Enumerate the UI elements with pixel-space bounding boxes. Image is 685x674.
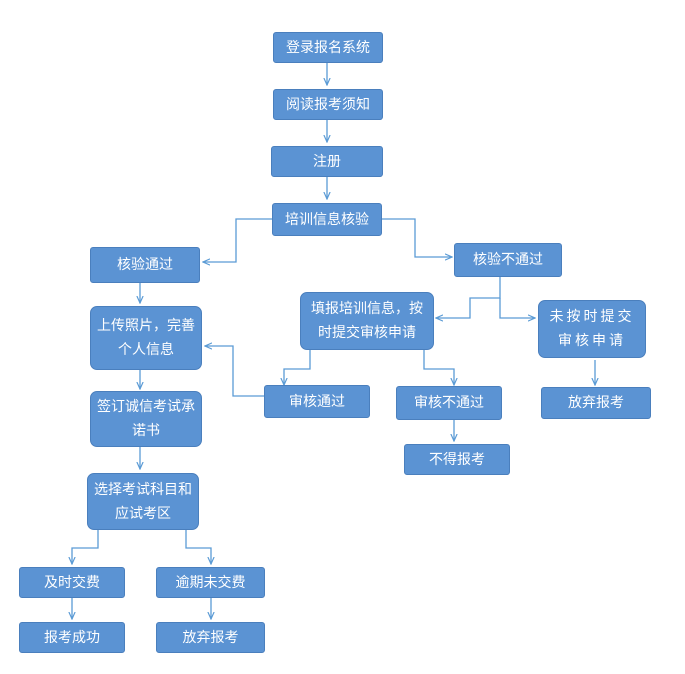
arrow-select-to-overdue [185,530,211,564]
node-review-fail: 审核不通过 [396,386,502,420]
node-review-pass: 审核通过 [264,385,370,418]
node-pay-on-time: 及时交费 [19,567,125,598]
arrow-fill-to-reviewpass [284,350,311,385]
arrow-verify-to-fail [382,218,452,257]
node-training-verify: 培训信息核验 [272,203,382,236]
node-sign-pledge: 签订诚信考试承诺书 [90,391,202,447]
node-give-up-2: 放弃报考 [156,622,265,653]
node-read-instructions: 阅读报考须知 [273,89,383,120]
node-overdue-unpaid: 逾期未交费 [156,567,265,598]
node-verify-fail: 核验不通过 [454,243,562,277]
node-select-subject: 选择考试科目和应试考区 [87,473,199,530]
node-cannot-apply: 不得报考 [404,444,510,475]
arrow-select-to-paid [72,530,99,564]
node-apply-success: 报考成功 [19,622,125,653]
node-verify-pass: 核验通过 [90,247,200,283]
arrow-reviewpass-to-upload [205,346,264,397]
node-login: 登录报名系统 [273,32,383,63]
arrow-fill-to-reviewfail [423,350,454,385]
arrow-fail-to-notsubmit [499,298,535,318]
node-not-submitted: 未按时提交审核申请 [538,300,646,358]
arrow-fail-to-fill [436,277,501,318]
node-register: 注册 [271,146,383,177]
node-give-up-1: 放弃报考 [541,387,651,419]
node-fill-training-info: 填报培训信息，按时提交审核申请 [300,292,434,350]
node-upload-photo: 上传照片，完善个人信息 [90,306,202,370]
arrow-verify-to-pass [203,218,272,262]
